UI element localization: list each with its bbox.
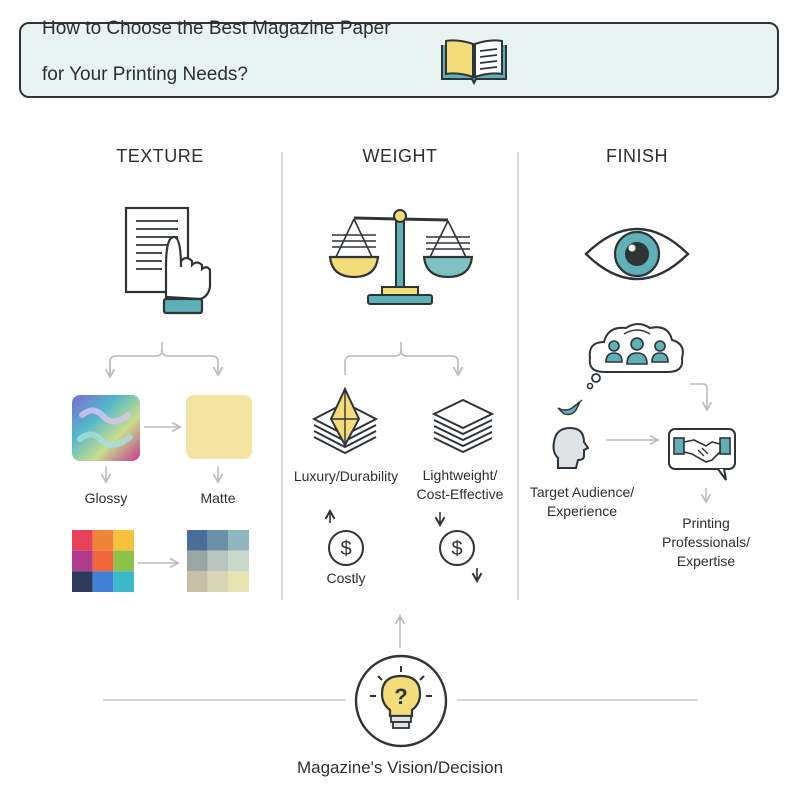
luxury-durability-label: Luxury/Durability: [293, 468, 399, 484]
vivid-palette-cell: [92, 530, 114, 551]
matte-label: Matte: [200, 490, 236, 506]
target-audience-label-line-1: Target Audience/: [529, 484, 635, 500]
lightweight-label-line-1: Lightweight/: [422, 467, 498, 483]
muted-palette-cell: [228, 550, 249, 572]
muted-palette-cell: [207, 530, 229, 551]
costly-label: Costly: [326, 570, 366, 586]
vivid-palette-cell: [72, 550, 93, 572]
heading-weight: WEIGHT: [362, 146, 438, 166]
title-banner: [19, 22, 779, 98]
printing-professionals-label-line-1: Printing: [682, 515, 730, 531]
texture-branch-connector: [104, 342, 218, 377]
lightweight-label: Lightweight/ Cost-Effective: [408, 466, 512, 504]
vivid-palette-cell: [113, 571, 134, 592]
muted-palette-cell: [228, 530, 249, 551]
cloud-to-handshake-arrow: [690, 383, 713, 412]
vivid-palette-cell: [113, 530, 134, 551]
vivid-palette-cell: [72, 530, 93, 551]
glossy-label: Glossy: [84, 490, 128, 506]
svg-text:$: $: [451, 538, 462, 560]
svg-text:?: ?: [394, 684, 407, 709]
vivid-palette-cell: [113, 550, 134, 572]
printing-professionals-label-line-2: Professionals/: [662, 534, 750, 550]
diamond-stack-icon: [311, 386, 379, 455]
dollar-coin-icon: $: [328, 530, 364, 566]
muted-palette-cell: [187, 550, 208, 572]
matte-cream-swatch: [186, 395, 252, 459]
thought-cloud-audience-icon: [586, 323, 684, 390]
glossy-gradient-swatch: [72, 395, 140, 461]
title-line-1: How to Choose the Best Magazine Paper: [42, 18, 391, 39]
vivid-palette-cell: [72, 571, 93, 592]
muted-palette-cell: [228, 571, 249, 592]
eye-icon: [584, 227, 690, 281]
muted-palette-cell: [207, 571, 229, 592]
muted-palette-cell: [207, 550, 229, 572]
open-book-icon: [441, 39, 507, 85]
title-line-2: for Your Printing Needs?: [42, 64, 248, 85]
vivid-palette-cell: [92, 571, 114, 592]
muted-color-palette: [187, 530, 249, 592]
weight-branch-connector: [344, 342, 458, 375]
printing-professionals-label: Printing Professionals/ Expertise: [654, 514, 758, 571]
svg-text:$: $: [340, 538, 351, 560]
lightweight-label-line-2: Cost-Effective: [416, 486, 504, 502]
bird-icon: [557, 399, 583, 416]
muted-palette-cell: [187, 571, 208, 592]
target-audience-label: Target Audience/ Experience: [520, 483, 644, 521]
handshake-icon: [668, 428, 736, 481]
dollar-coin-icon: $: [439, 530, 475, 566]
lightbulb-question-icon: ?: [354, 654, 448, 748]
vivid-palette-cell: [92, 550, 114, 572]
printing-professionals-label-line-3: Expertise: [676, 553, 736, 569]
paper-stack-icon: [431, 398, 495, 454]
decision-label: Magazine's Vision/Decision: [296, 758, 504, 777]
document-hand-icon: [124, 206, 212, 315]
vivid-color-palette: [72, 530, 134, 592]
heading-texture: TEXTURE: [116, 146, 204, 166]
muted-palette-cell: [187, 530, 208, 551]
target-audience-label-line-2: Experience: [546, 503, 618, 519]
balance-scale-icon: [328, 209, 474, 305]
person-head-icon: [552, 426, 590, 469]
heading-finish: FINISH: [605, 146, 668, 166]
